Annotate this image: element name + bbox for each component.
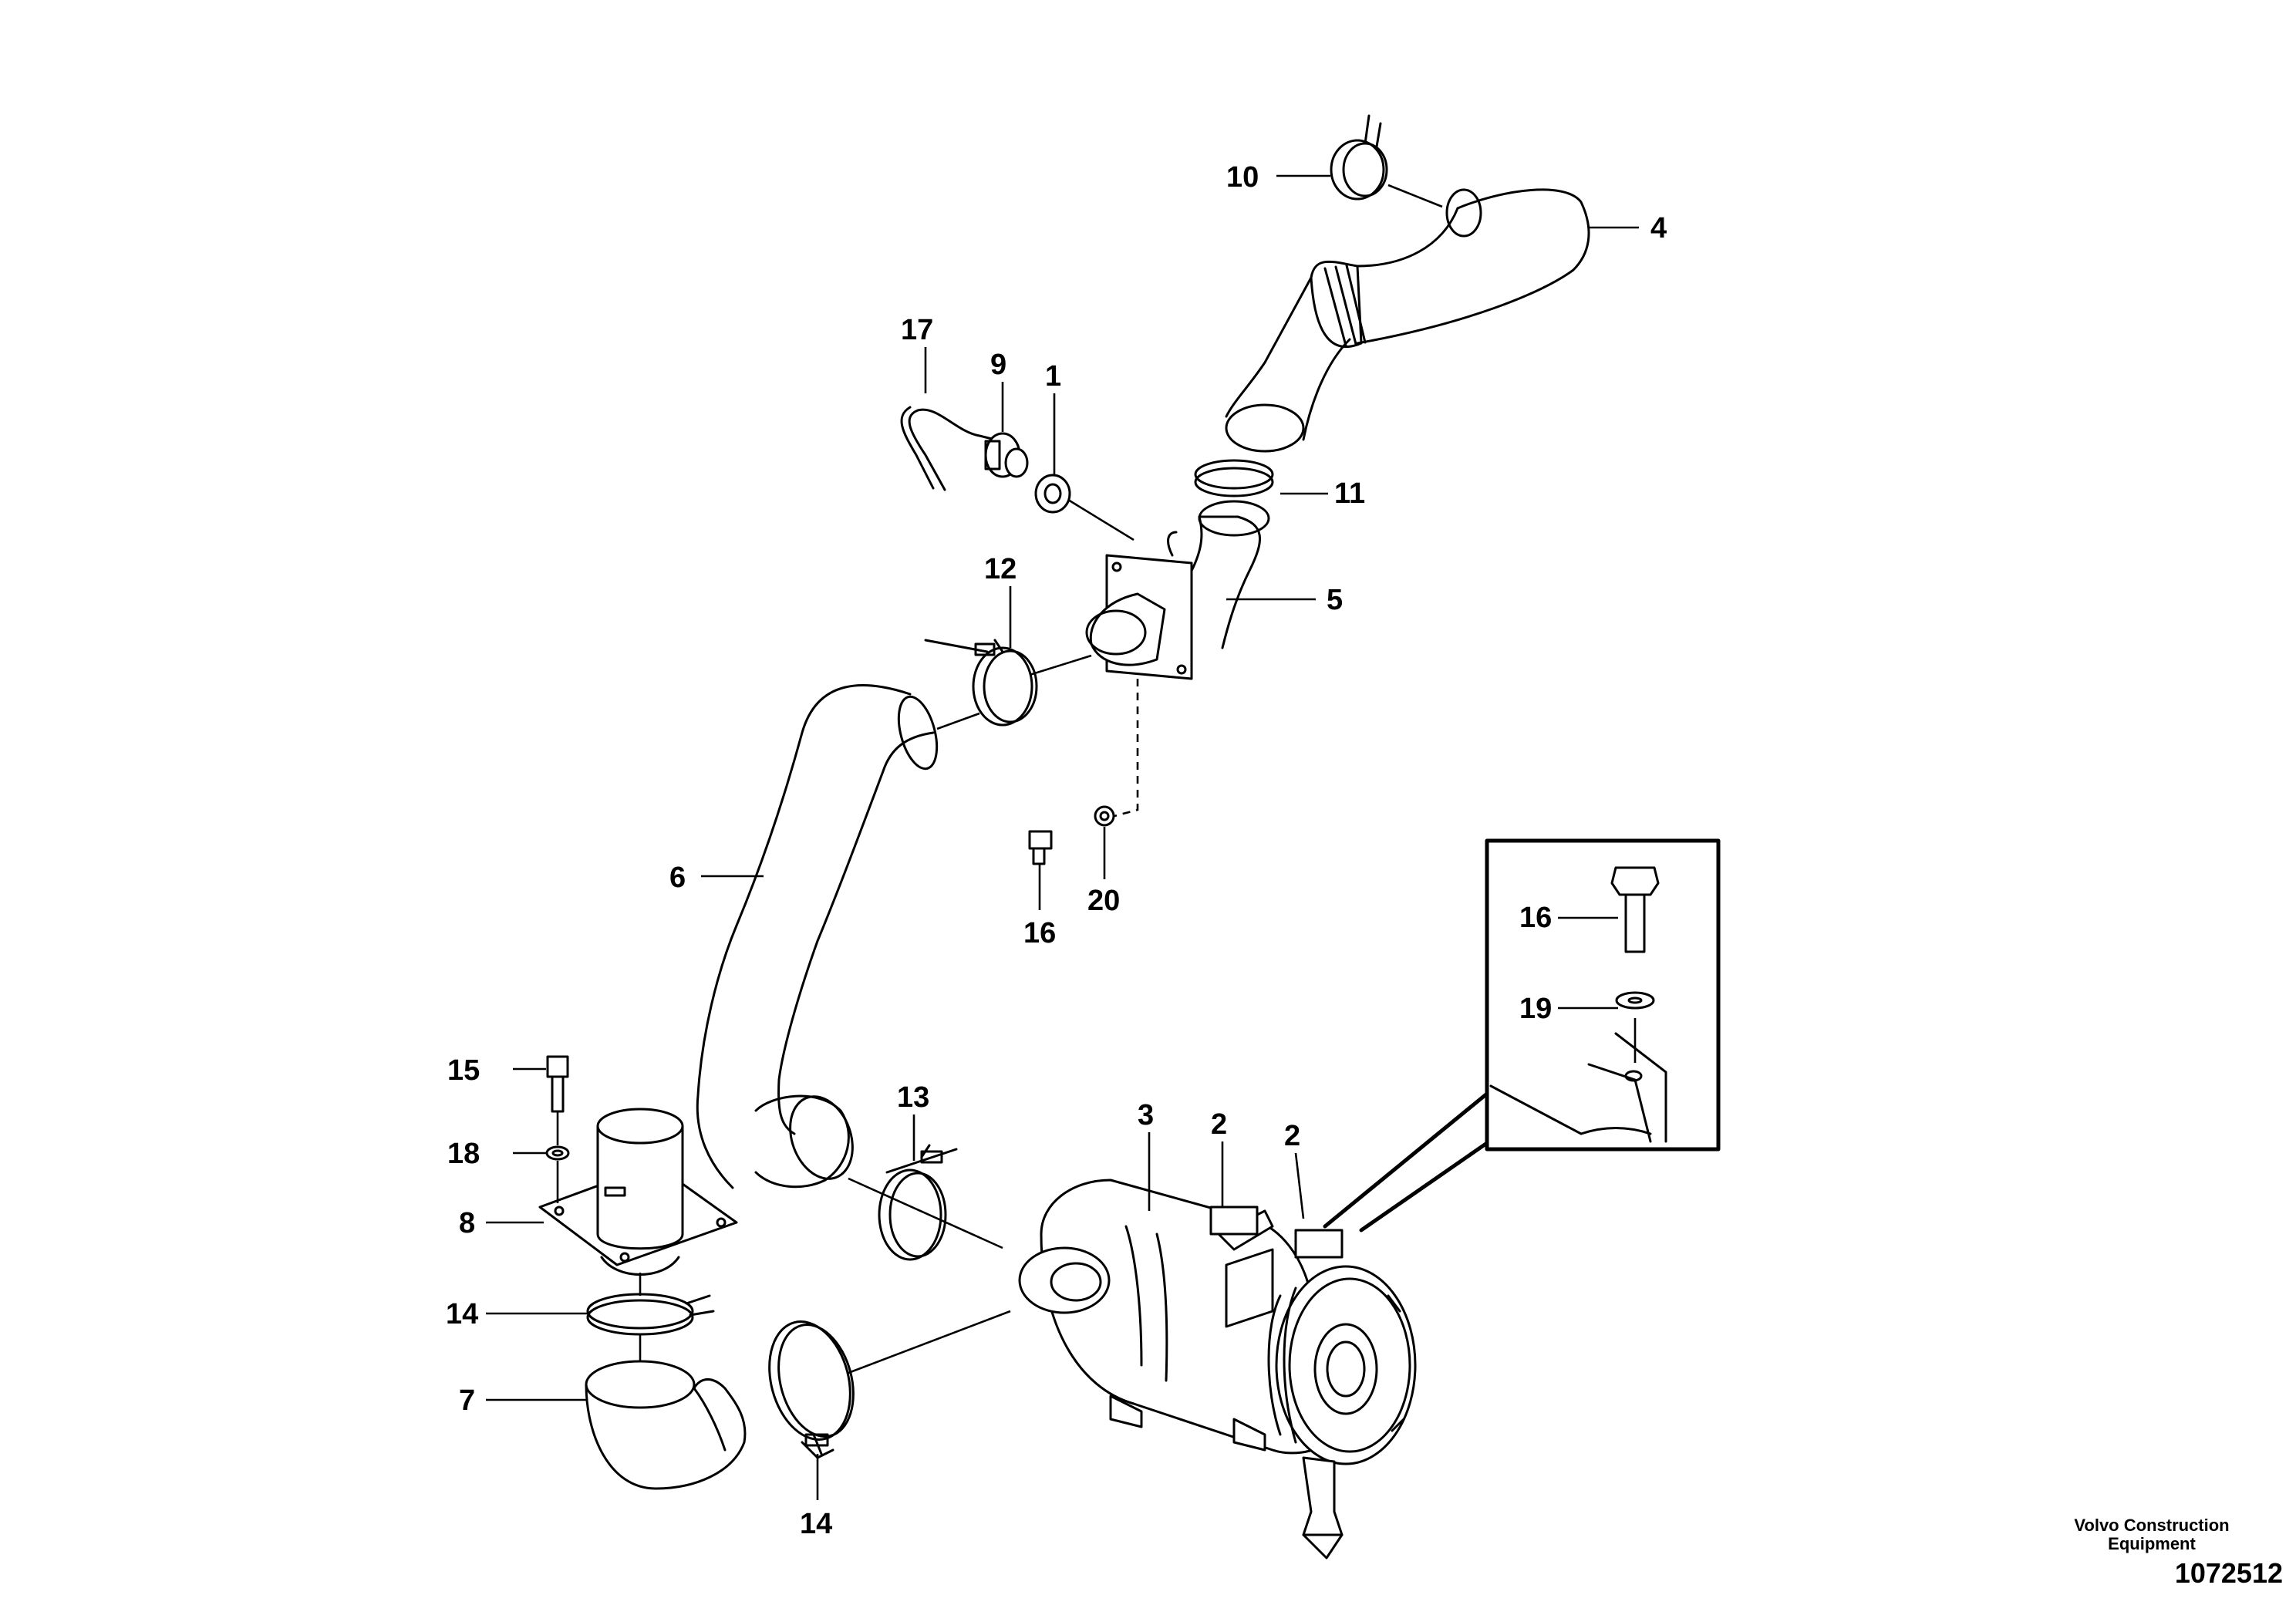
callout-15: 15 bbox=[447, 1054, 480, 1087]
callout-6: 6 bbox=[669, 862, 686, 894]
credit-company-line2: Equipment bbox=[2108, 1534, 2196, 1553]
callout-labels: 10 4 17 9 1 11 5 12 6 16 20 16 19 15 18 … bbox=[446, 161, 1667, 1540]
clamp-12 bbox=[924, 639, 1038, 727]
detail-inset bbox=[1323, 838, 1721, 1233]
callout-11: 11 bbox=[1334, 477, 1365, 510]
callout-9: 9 bbox=[990, 349, 1006, 381]
fitting-9 bbox=[984, 432, 1029, 478]
flange-tube-8 bbox=[538, 1108, 738, 1276]
callout-10: 10 bbox=[1226, 161, 1259, 194]
credit-company: Volvo Construction bbox=[2074, 1516, 2230, 1535]
clamp-10 bbox=[1330, 114, 1388, 201]
callout-17: 17 bbox=[901, 314, 933, 346]
callout-8: 8 bbox=[459, 1207, 475, 1239]
elbow-flange-5 bbox=[1085, 500, 1270, 680]
intake-pipe-4 bbox=[1225, 188, 1590, 453]
callout-13: 13 bbox=[897, 1081, 929, 1114]
air-cleaner-3 bbox=[1018, 1179, 1417, 1560]
callout-7: 7 bbox=[459, 1384, 475, 1417]
clamp-14-upper bbox=[586, 1293, 715, 1336]
washer-20 bbox=[1094, 805, 1115, 827]
callout-12: 12 bbox=[984, 553, 1017, 585]
callout-14-upper: 14 bbox=[446, 1298, 478, 1330]
clamp-13 bbox=[878, 1144, 958, 1261]
callout-19: 19 bbox=[1519, 993, 1552, 1025]
washer-18 bbox=[545, 1145, 570, 1161]
elbow-7 bbox=[585, 1360, 747, 1490]
callout-5: 5 bbox=[1327, 584, 1343, 616]
callout-16-inset: 16 bbox=[1519, 902, 1552, 934]
callout-2-right: 2 bbox=[1284, 1120, 1300, 1152]
hose-6 bbox=[696, 684, 939, 1189]
grommet-1 bbox=[1034, 474, 1071, 514]
clamp-11 bbox=[1194, 459, 1274, 497]
callout-14-lower: 14 bbox=[800, 1508, 832, 1540]
leader-lines bbox=[486, 174, 1639, 1500]
bolt-15 bbox=[546, 1055, 569, 1113]
drawing-number: 1072512 bbox=[2174, 1557, 2283, 1589]
callout-3: 3 bbox=[1138, 1099, 1154, 1131]
callout-4: 4 bbox=[1650, 212, 1667, 244]
callout-2-left: 2 bbox=[1211, 1108, 1227, 1141]
callout-1: 1 bbox=[1045, 360, 1061, 393]
bolt-16 bbox=[1028, 830, 1053, 865]
callout-20: 20 bbox=[1087, 885, 1120, 917]
sensor-17 bbox=[900, 406, 996, 491]
callout-18: 18 bbox=[447, 1138, 480, 1170]
clamp-14-lower bbox=[768, 1320, 855, 1459]
callout-16-upper: 16 bbox=[1023, 917, 1056, 949]
